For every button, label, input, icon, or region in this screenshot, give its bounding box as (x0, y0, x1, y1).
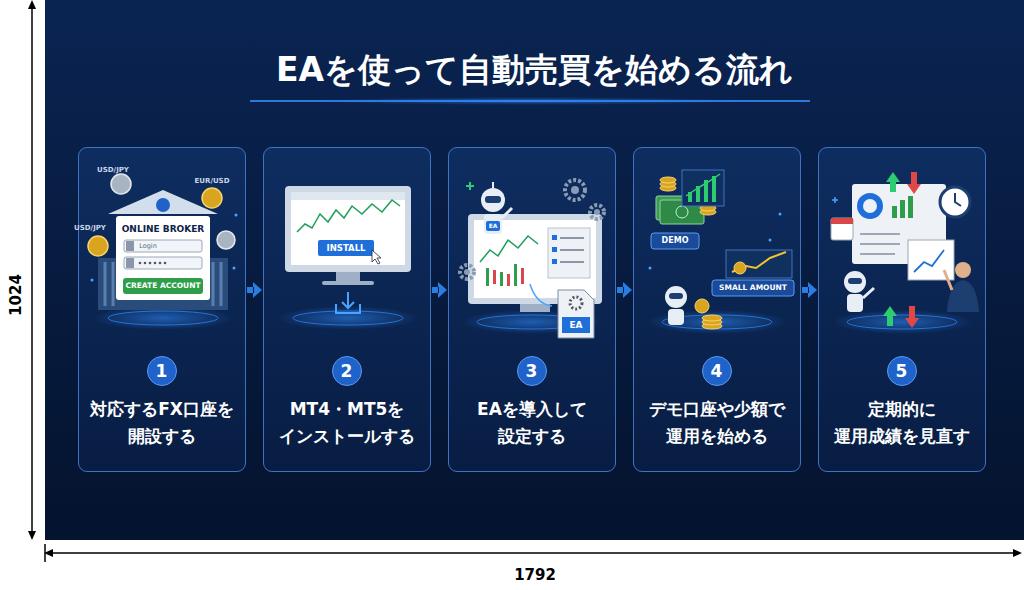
callout-number: 4 (711, 361, 723, 381)
diagram-title: EAを使って自動売買を始める流れ (45, 48, 1024, 92)
step-text: MT4・MT5を インストールする (268, 396, 426, 450)
flow-arrow (617, 282, 632, 298)
flow-arrow (802, 282, 817, 298)
step-number-circle: 5 (887, 356, 917, 386)
callout-number: 5 (896, 361, 908, 381)
step-number-circle: 1 (147, 356, 177, 386)
step-text: EAを導入して 設定する (453, 396, 611, 450)
illustration-label: USD/JPY (74, 225, 106, 232)
step-text: 定期的に 運用成績を見直す (823, 396, 981, 450)
illustration-label: INSTALL (327, 244, 366, 253)
callout-number: 1 (156, 361, 168, 381)
illustration-label: CREATE ACCOUNT (125, 282, 200, 290)
dimension-label: 1024 (9, 274, 24, 316)
step-text: デモ口座や少額で 運用を始める (638, 396, 796, 450)
step-text: 対応するFX口座を 開設する (83, 396, 241, 450)
step-number-circle: 3 (517, 356, 547, 386)
illustration-label: DEMO (662, 237, 689, 245)
flow-arrow (247, 282, 262, 298)
step-card: 対応するFX口座を 開設する 1 (78, 147, 246, 472)
step-card: EAを導入して 設定する 3 (448, 147, 616, 472)
illustration-label: EA (489, 223, 498, 229)
illustration-label: USD/JPY (97, 167, 129, 174)
step-card: MT4・MT5を インストールする 2 (263, 147, 431, 472)
dimension-label: 1792 (514, 568, 556, 583)
illustration-label: SMALL AMOUNT (719, 284, 787, 292)
illustration-label: EA (569, 321, 582, 330)
step-number-circle: 4 (702, 356, 732, 386)
step-card: 定期的に 運用成績を見直す 5 (818, 147, 986, 472)
flow-arrow (432, 282, 447, 298)
illustration-label: EUR/USD (195, 178, 230, 185)
callout-number: 3 (526, 361, 538, 381)
illustration-label: Login (139, 243, 157, 250)
illustration-label: ONLINE BROKER (122, 225, 205, 234)
callout-number: 2 (341, 361, 353, 381)
step-card: デモ口座や少額で 運用を始める 4 (633, 147, 801, 472)
step-number-circle: 2 (332, 356, 362, 386)
